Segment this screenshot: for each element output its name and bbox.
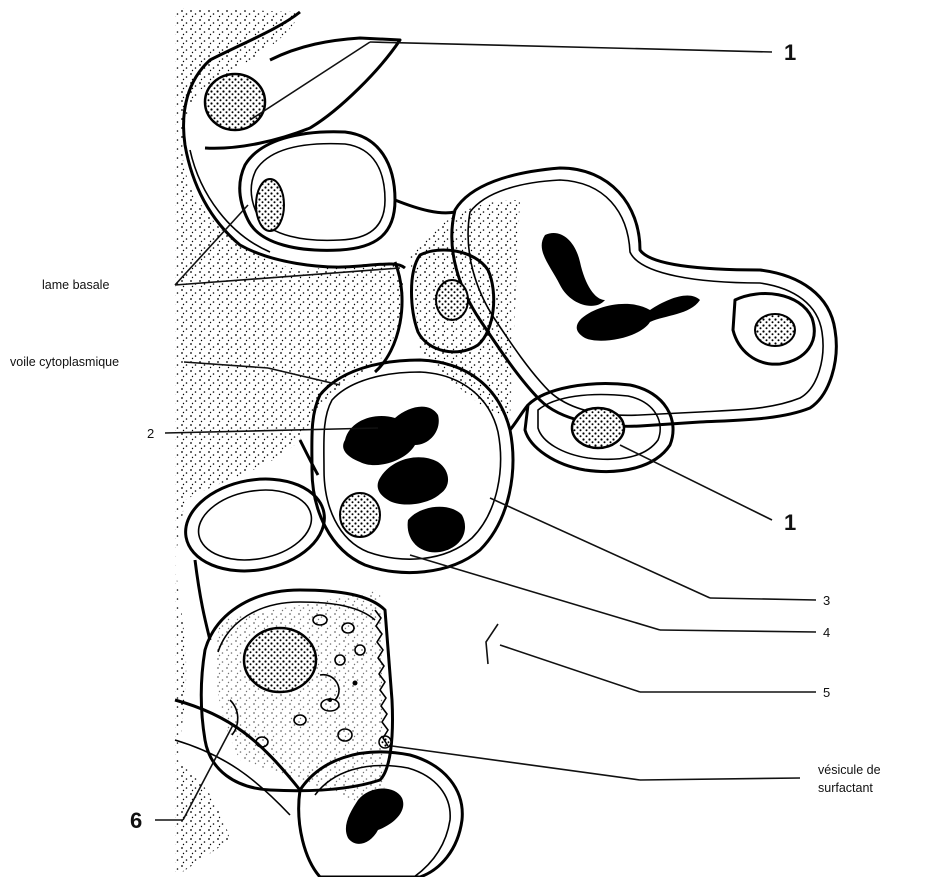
label-lame-basale: lame basale [42,278,109,292]
label-5: 5 [823,685,830,700]
label-4: 4 [823,625,830,640]
label-2: 2 [147,426,154,441]
label-vesicule-line2: surfactant [818,781,873,795]
label-1-right: 1 [784,510,796,535]
label-3: 3 [823,593,830,608]
label-6: 6 [130,808,142,833]
air-arrow [486,624,498,664]
label-vesicule-line1: vésicule de [818,763,881,777]
label-1-top: 1 [784,40,796,65]
label-voile-cytoplasmique: voile cytoplasmique [10,355,119,369]
